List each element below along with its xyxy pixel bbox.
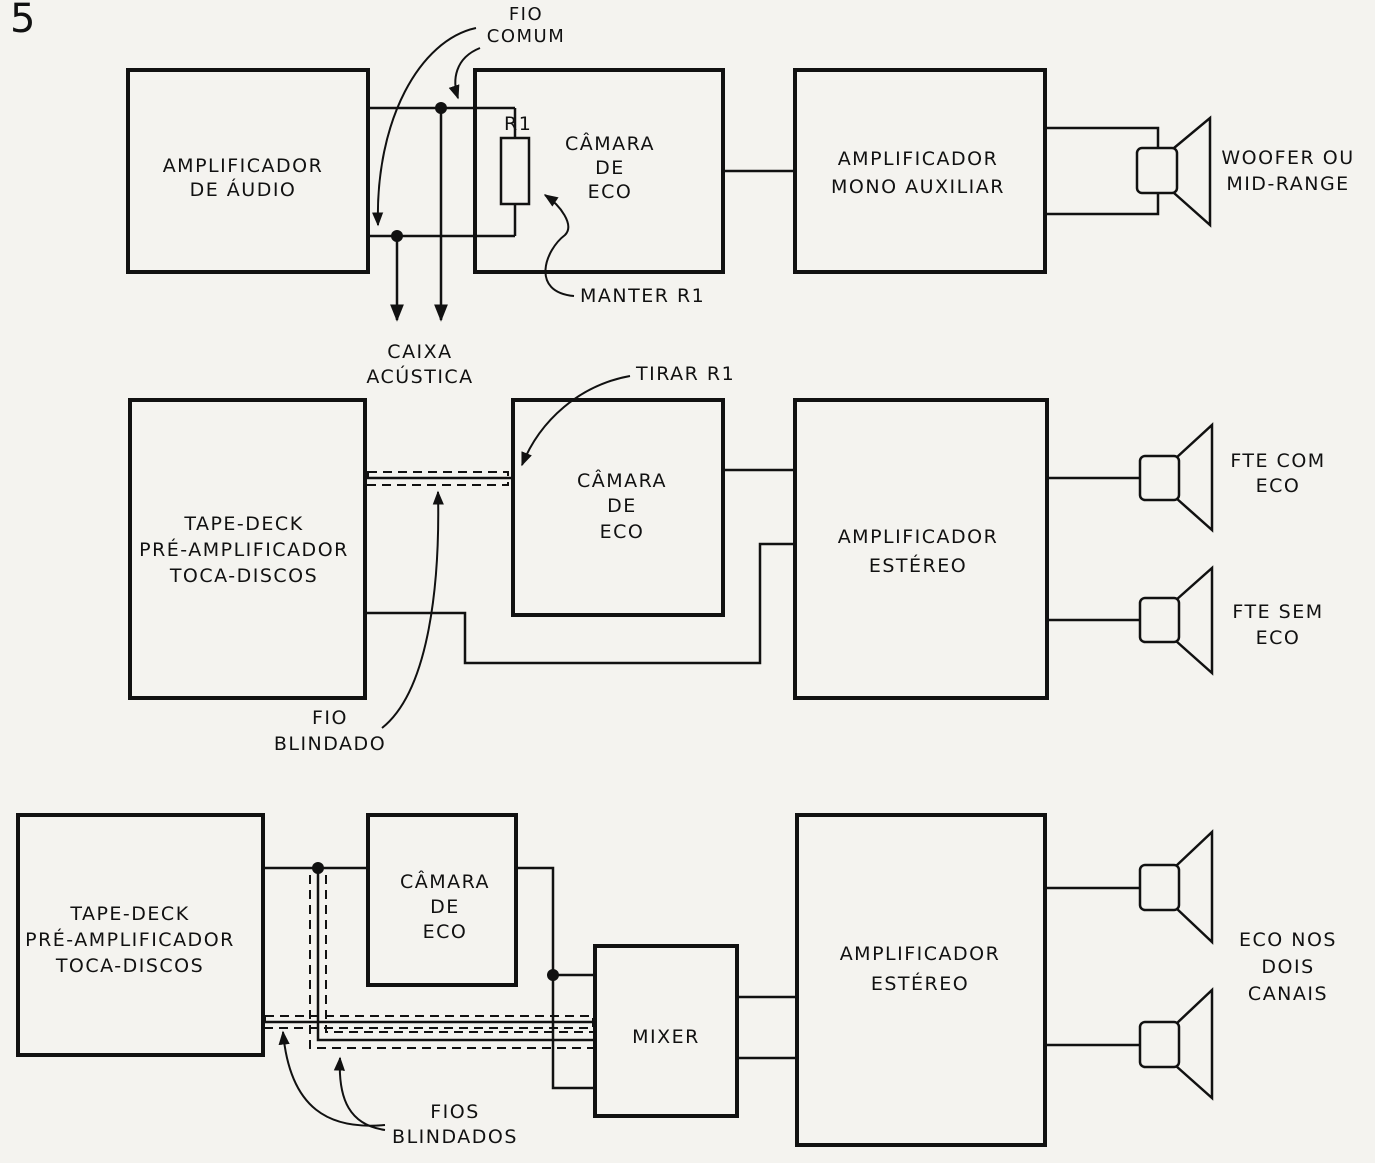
- camara2-label-3: ECO: [600, 521, 645, 543]
- fio-blindado-label-1: FIO: [312, 707, 348, 729]
- fios-blindados-label-1: FIOS: [430, 1101, 480, 1123]
- camara3-label-2: DE: [430, 896, 460, 918]
- eco-canais-label-1: ECO NOS: [1239, 929, 1337, 951]
- spk-com-eco-label-1: FTE COM: [1230, 450, 1325, 472]
- speaker-sem-eco-icon: [1138, 565, 1214, 676]
- fio-comum-label-1: FIO: [509, 4, 543, 25]
- amp-estereo3-label-1: AMPLIFICADOR: [840, 943, 1001, 965]
- amp-estereo-box-3: [795, 813, 1047, 1147]
- camara-label-1: CÂMARA: [565, 132, 655, 155]
- fio-comum-arrow-2: [448, 47, 481, 100]
- spk-sem-eco-label-2: ECO: [1256, 627, 1301, 649]
- eco-canais-label-2: DOIS: [1261, 956, 1314, 978]
- figure-number: 5: [10, 0, 35, 42]
- caixa-label-2: ACÚSTICA: [366, 364, 473, 388]
- amp-mono-label-2: MONO AUXILIAR: [831, 176, 1005, 198]
- camara-label-2: DE: [595, 157, 625, 179]
- spk-sem-eco-label-1: FTE SEM: [1232, 601, 1323, 623]
- amp-audio-box: [126, 68, 370, 274]
- amp-estereo2-label-2: ESTÉREO: [869, 554, 967, 577]
- speaker-3b-icon: [1138, 987, 1214, 1101]
- source2-label-1: TAPE-DECK: [183, 513, 303, 535]
- amp-mono-label-1: AMPLIFICADOR: [838, 148, 999, 170]
- source-box-3: [16, 813, 265, 1057]
- source2-label-2: PRÉ-AMPLIFICADOR: [139, 538, 349, 561]
- junction-3b: [547, 969, 559, 981]
- tirar-r1-arrow: [521, 375, 631, 467]
- camara-label-3: ECO: [588, 181, 633, 203]
- signal-wire-2b: [365, 542, 795, 665]
- source3-label-2: PRÉ-AMPLIFICADOR: [25, 928, 235, 951]
- speaker-icon: [1135, 115, 1212, 228]
- diagram-2: TAPE-DECK PRÉ-AMPLIFICADOR TOCA-DISCOS C…: [128, 363, 1325, 755]
- amp-audio-label-2: DE ÁUDIO: [190, 178, 297, 201]
- amp-mono-box: [793, 68, 1047, 274]
- wire-amp-mono-out-top: [1045, 126, 1160, 148]
- mixer-label: MIXER: [632, 1026, 700, 1048]
- camara-eco-box-2: [511, 398, 725, 617]
- shield-3b-inner: [325, 875, 595, 1033]
- signal-wire-3b: [316, 868, 595, 1042]
- amp-estereo-box-2: [793, 398, 1049, 700]
- fio-blindado-arrow: [381, 490, 444, 729]
- speaker-label-2: MID-RANGE: [1226, 173, 1349, 195]
- diagram-3: TAPE-DECK PRÉ-AMPLIFICADOR TOCA-DISCOS C…: [16, 813, 1337, 1148]
- fios-blindados-label-2: BLINDADOS: [392, 1126, 518, 1148]
- camara2-label-2: DE: [607, 495, 637, 517]
- manter-r1-label: MANTER R1: [580, 285, 705, 307]
- source3-label-3: TOCA-DISCOS: [55, 955, 204, 977]
- tirar-r1-label: TIRAR R1: [635, 363, 735, 385]
- speaker-3a-icon: [1138, 829, 1214, 945]
- r1-label: R1: [504, 113, 532, 135]
- diagram-1: AMPLIFICADOR DE ÁUDIO CÂMARA DE ECO R1 F…: [126, 4, 1354, 388]
- speaker-com-eco-icon: [1138, 422, 1214, 533]
- wire-amp-mono-out-bottom: [1045, 193, 1160, 216]
- source-box-2: [128, 398, 367, 700]
- camara3-label-3: ECO: [423, 921, 468, 943]
- camara3-label-1: CÂMARA: [400, 870, 490, 893]
- source3-label-1: TAPE-DECK: [69, 903, 189, 925]
- speaker-label-1: WOOFER OU: [1221, 147, 1354, 169]
- manter-r1-arrow: [543, 194, 575, 297]
- fios-blindados-arrow-1: [278, 1030, 386, 1127]
- caixa-label-1: CAIXA: [387, 341, 452, 363]
- eco-canais-label-3: CANAIS: [1248, 983, 1328, 1005]
- r1-resistor: [499, 136, 531, 206]
- source2-label-3: TOCA-DISCOS: [169, 565, 318, 587]
- fio-comum-label-2: COMUM: [487, 26, 565, 47]
- amp-audio-label-1: AMPLIFICADOR: [163, 155, 324, 177]
- camara2-label-1: CÂMARA: [577, 469, 667, 492]
- fios-blindados-arrow-2: [333, 1056, 386, 1131]
- fio-blindado-label-2: BLINDADO: [274, 733, 386, 755]
- fio-comum-arrow-1: [372, 27, 477, 227]
- amp-estereo2-label-1: AMPLIFICADOR: [838, 526, 999, 548]
- camara-eco-box-3: [366, 813, 518, 987]
- amp-estereo3-label-2: ESTÉREO: [871, 972, 969, 995]
- spk-com-eco-label-2: ECO: [1256, 475, 1301, 497]
- shield-3b: [309, 875, 595, 1049]
- mixer-box: [593, 944, 739, 1118]
